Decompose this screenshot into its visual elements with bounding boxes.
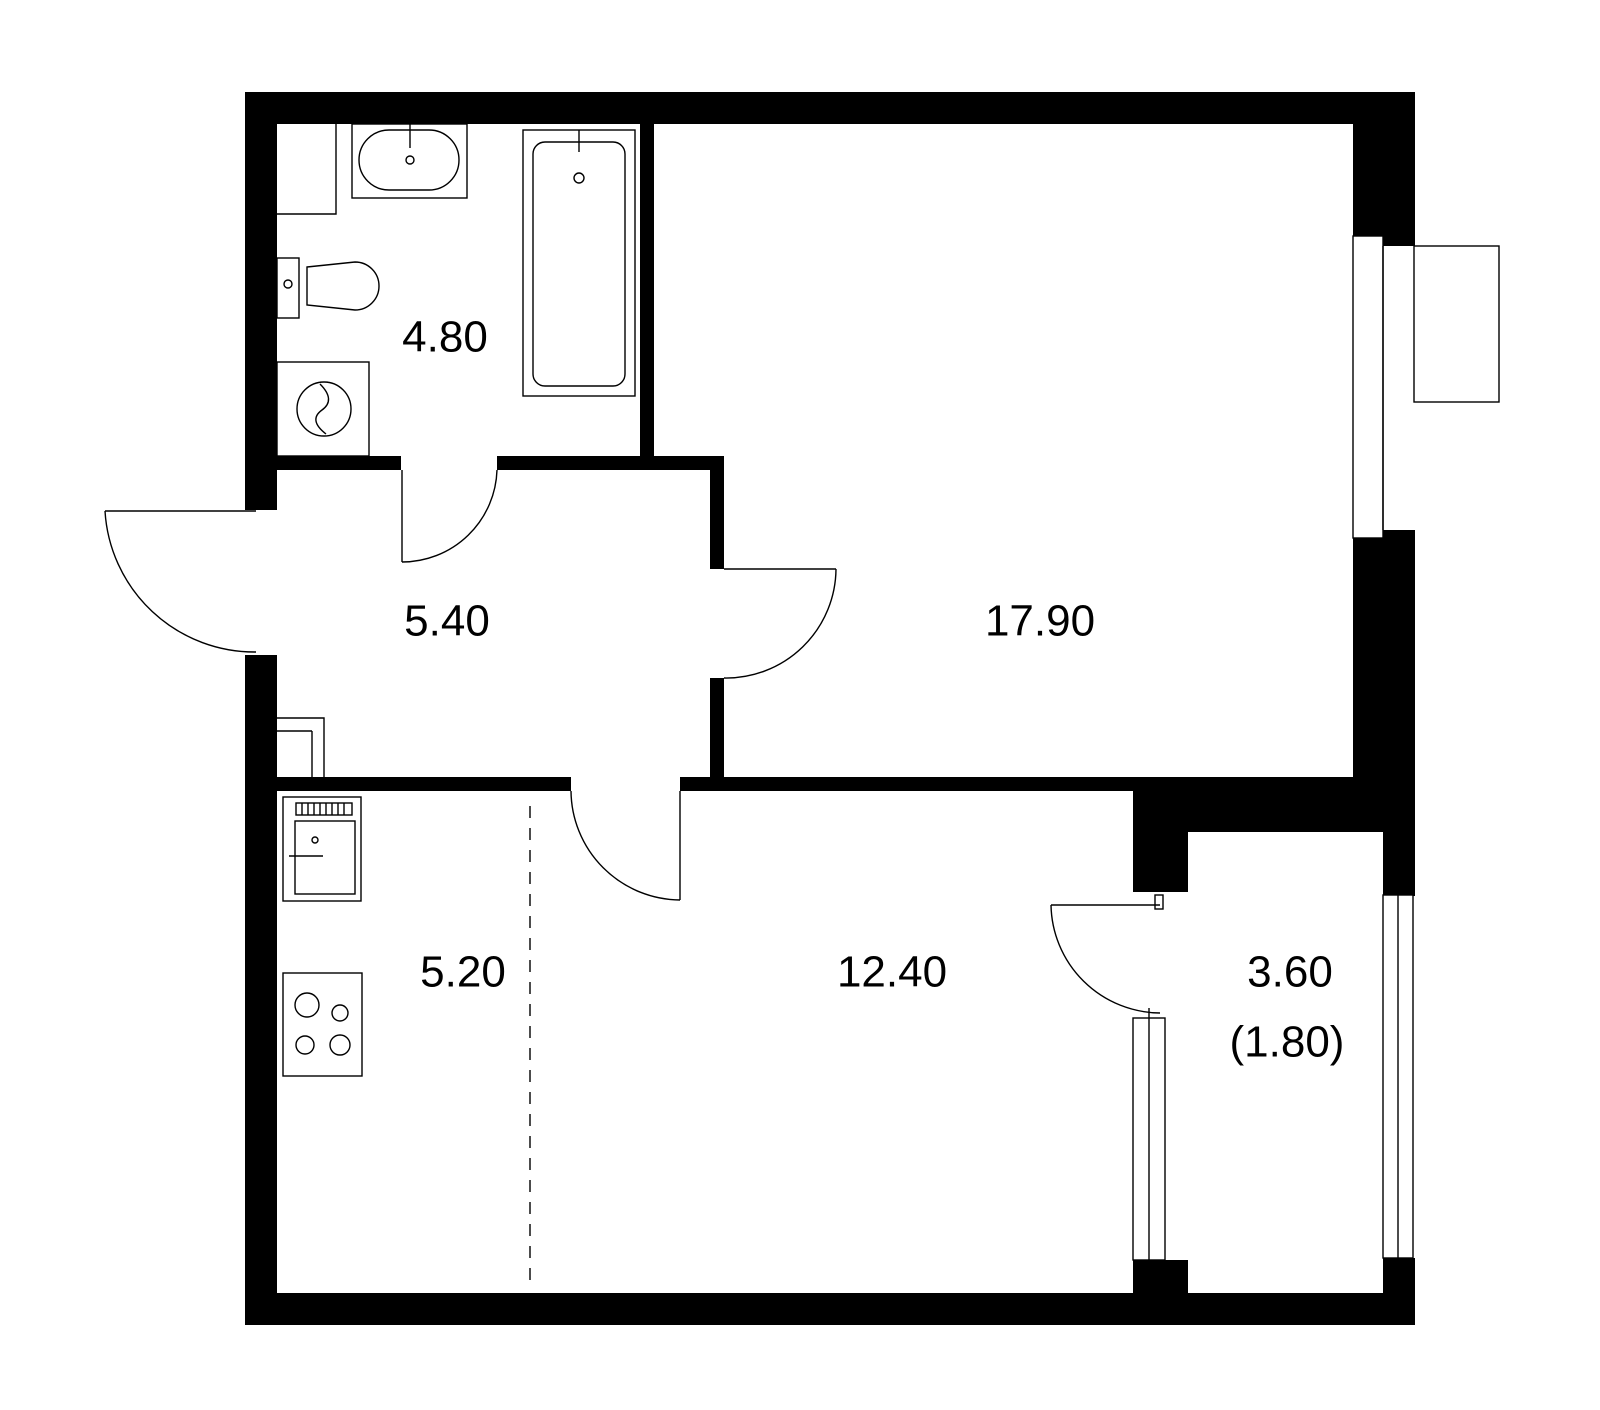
- wall-balcony-left-bottom: [1133, 1260, 1188, 1325]
- balcony-reduced-area: (1.80): [1230, 1018, 1345, 1067]
- bedroom-window-frame: [1352, 235, 1384, 539]
- entrance-door-swing: [104, 510, 257, 653]
- balcony-door-frame: [1154, 894, 1164, 910]
- wall-hall-bedroom-upper: [710, 456, 724, 569]
- wall-bath-bottom-left: [245, 456, 401, 470]
- outer-wall-top: [245, 92, 1415, 124]
- wall-hall-kitchen: [245, 777, 571, 791]
- outer-wall-right-middle: [1353, 530, 1415, 778]
- walls: [245, 92, 1415, 1325]
- bedroom-door-swing: [723, 568, 837, 679]
- stove: [282, 972, 363, 1077]
- windows: [1132, 235, 1500, 1265]
- bedroom-area: 17.90: [985, 597, 1095, 646]
- area-labels: 4.80 5.40 17.90 5.20 12.40 3.60 (1.80): [402, 313, 1344, 1067]
- wall-bath-bedroom: [640, 92, 654, 470]
- toilet-bowl: [306, 261, 380, 311]
- outer-wall-left-lower: [245, 655, 277, 1325]
- bathroom-area: 4.80: [402, 313, 488, 362]
- wall-bath-bottom-right: [497, 456, 724, 470]
- wall-balcony-top: [1133, 777, 1415, 832]
- outer-wall-bottom: [245, 1293, 1415, 1325]
- balcony-area: 3.60: [1247, 948, 1333, 997]
- bathroom-cabinet: [277, 124, 337, 215]
- living-area: 12.40: [837, 948, 947, 997]
- outer-wall-right-upper: [1353, 92, 1415, 246]
- fixtures: [276, 123, 636, 1290]
- kitchen-area: 5.20: [420, 948, 506, 997]
- living-door-swing: [570, 790, 681, 901]
- doors: [104, 469, 1161, 1014]
- hallway-wardrobe: [277, 717, 325, 777]
- outer-wall-right-bottom: [1383, 1258, 1415, 1325]
- outer-wall-left-upper: [245, 92, 277, 510]
- bedroom-window-sill: [1413, 245, 1500, 403]
- hallway-area: 5.40: [404, 597, 490, 646]
- bathroom-door-swing: [401, 469, 498, 563]
- wall-hall-bedroom-lower: [710, 678, 724, 791]
- balcony-door-swing: [1050, 904, 1161, 1014]
